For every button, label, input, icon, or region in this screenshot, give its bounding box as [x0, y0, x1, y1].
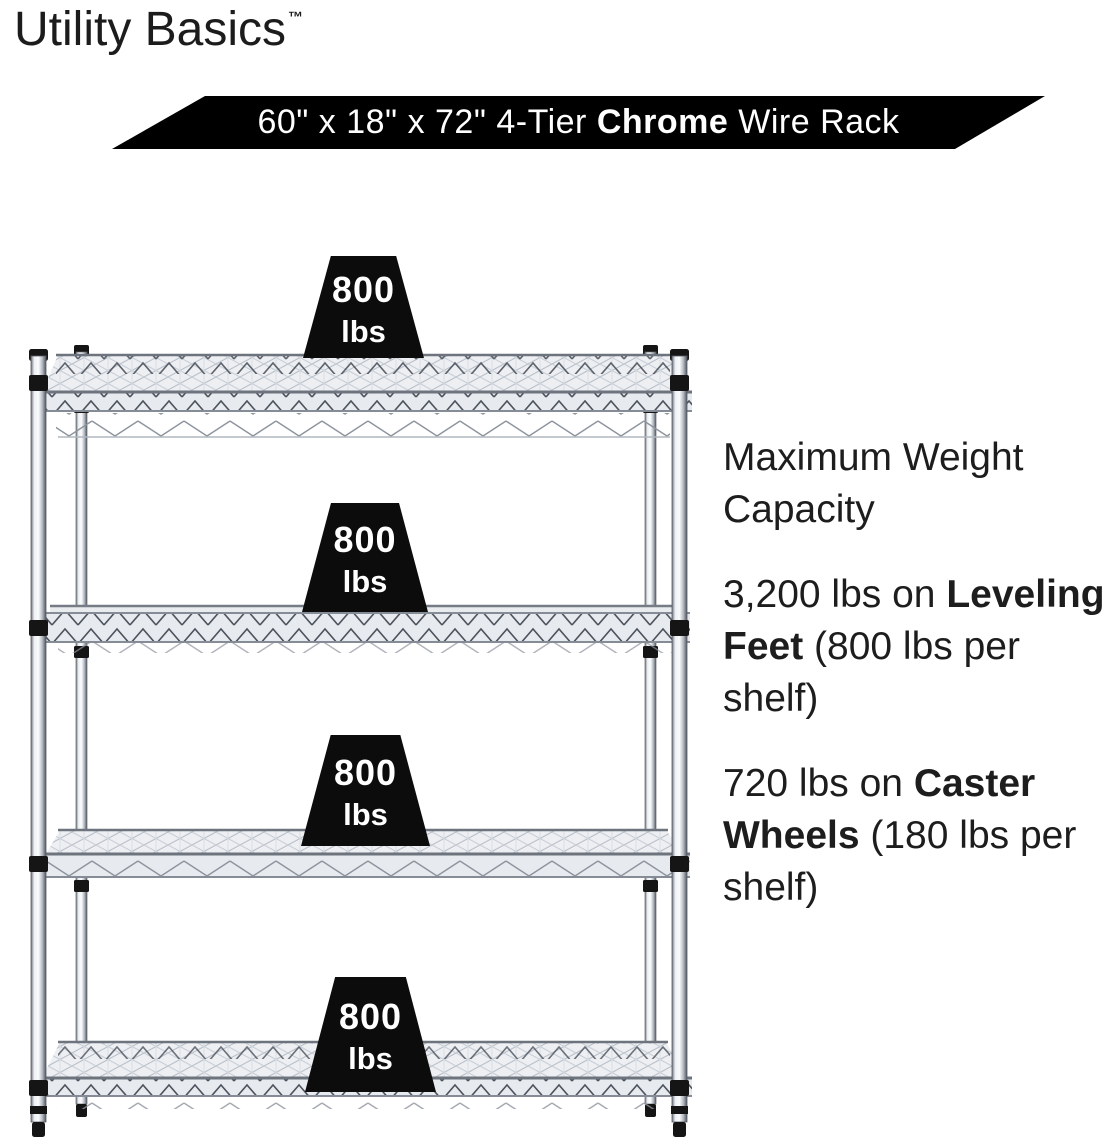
- capacity-text: 3,200 lbs on: [723, 573, 947, 616]
- caster-wheels-label: Caster Wheels: [723, 762, 1047, 857]
- banner-finish-text: Chrome: [596, 103, 729, 141]
- weight-value: 800: [331, 268, 396, 310]
- caster-wheels-capacity-text: 720 lbs on Caster Wheels (180 lbs per sh…: [723, 758, 1120, 914]
- post-back-left: [74, 345, 89, 1117]
- shelf-1: [40, 353, 692, 438]
- post-front-right: [670, 349, 689, 1137]
- weight-unit: lbs: [341, 313, 386, 349]
- title-banner-text: 60" x 18" x 72" 4-Tier Chrome Wire Rack: [257, 103, 899, 142]
- leveling-feet-label: Leveling Feet: [723, 573, 1116, 668]
- weight-unit: lbs: [343, 797, 388, 832]
- capacity-text: (800 lbs per shelf): [723, 625, 1031, 720]
- banner-dimensions-text: 60" x 18" x 72" 4-Tier: [257, 103, 597, 141]
- weight-value: 800: [338, 996, 403, 1037]
- weight-value: 800: [333, 752, 398, 793]
- capacity-heading: Maximum Weight Capacity: [723, 436, 1024, 531]
- post-back-right: [643, 345, 658, 1117]
- trademark-symbol: ™: [288, 9, 304, 26]
- weight-unit: lbs: [348, 1041, 393, 1076]
- capacity-text: 720 lbs on: [723, 762, 914, 805]
- post-front-left: [29, 349, 48, 1137]
- weight-value: 800: [333, 519, 397, 560]
- banner-product-text: Wire Rack: [728, 103, 900, 141]
- brand-name: Utility Basics: [14, 3, 287, 56]
- weight-unit: lbs: [342, 564, 388, 599]
- title-banner: 60" x 18" x 72" 4-Tier Chrome Wire Rack: [112, 96, 1045, 149]
- capacity-info-block: Maximum Weight Capacity 3,200 lbs on Lev…: [723, 432, 1120, 914]
- leveling-feet-capacity-text: 3,200 lbs on Leveling Feet (800 lbs per …: [723, 569, 1120, 725]
- capacity-text: (180 lbs per shelf): [723, 814, 1088, 909]
- shelf-2: [44, 604, 690, 653]
